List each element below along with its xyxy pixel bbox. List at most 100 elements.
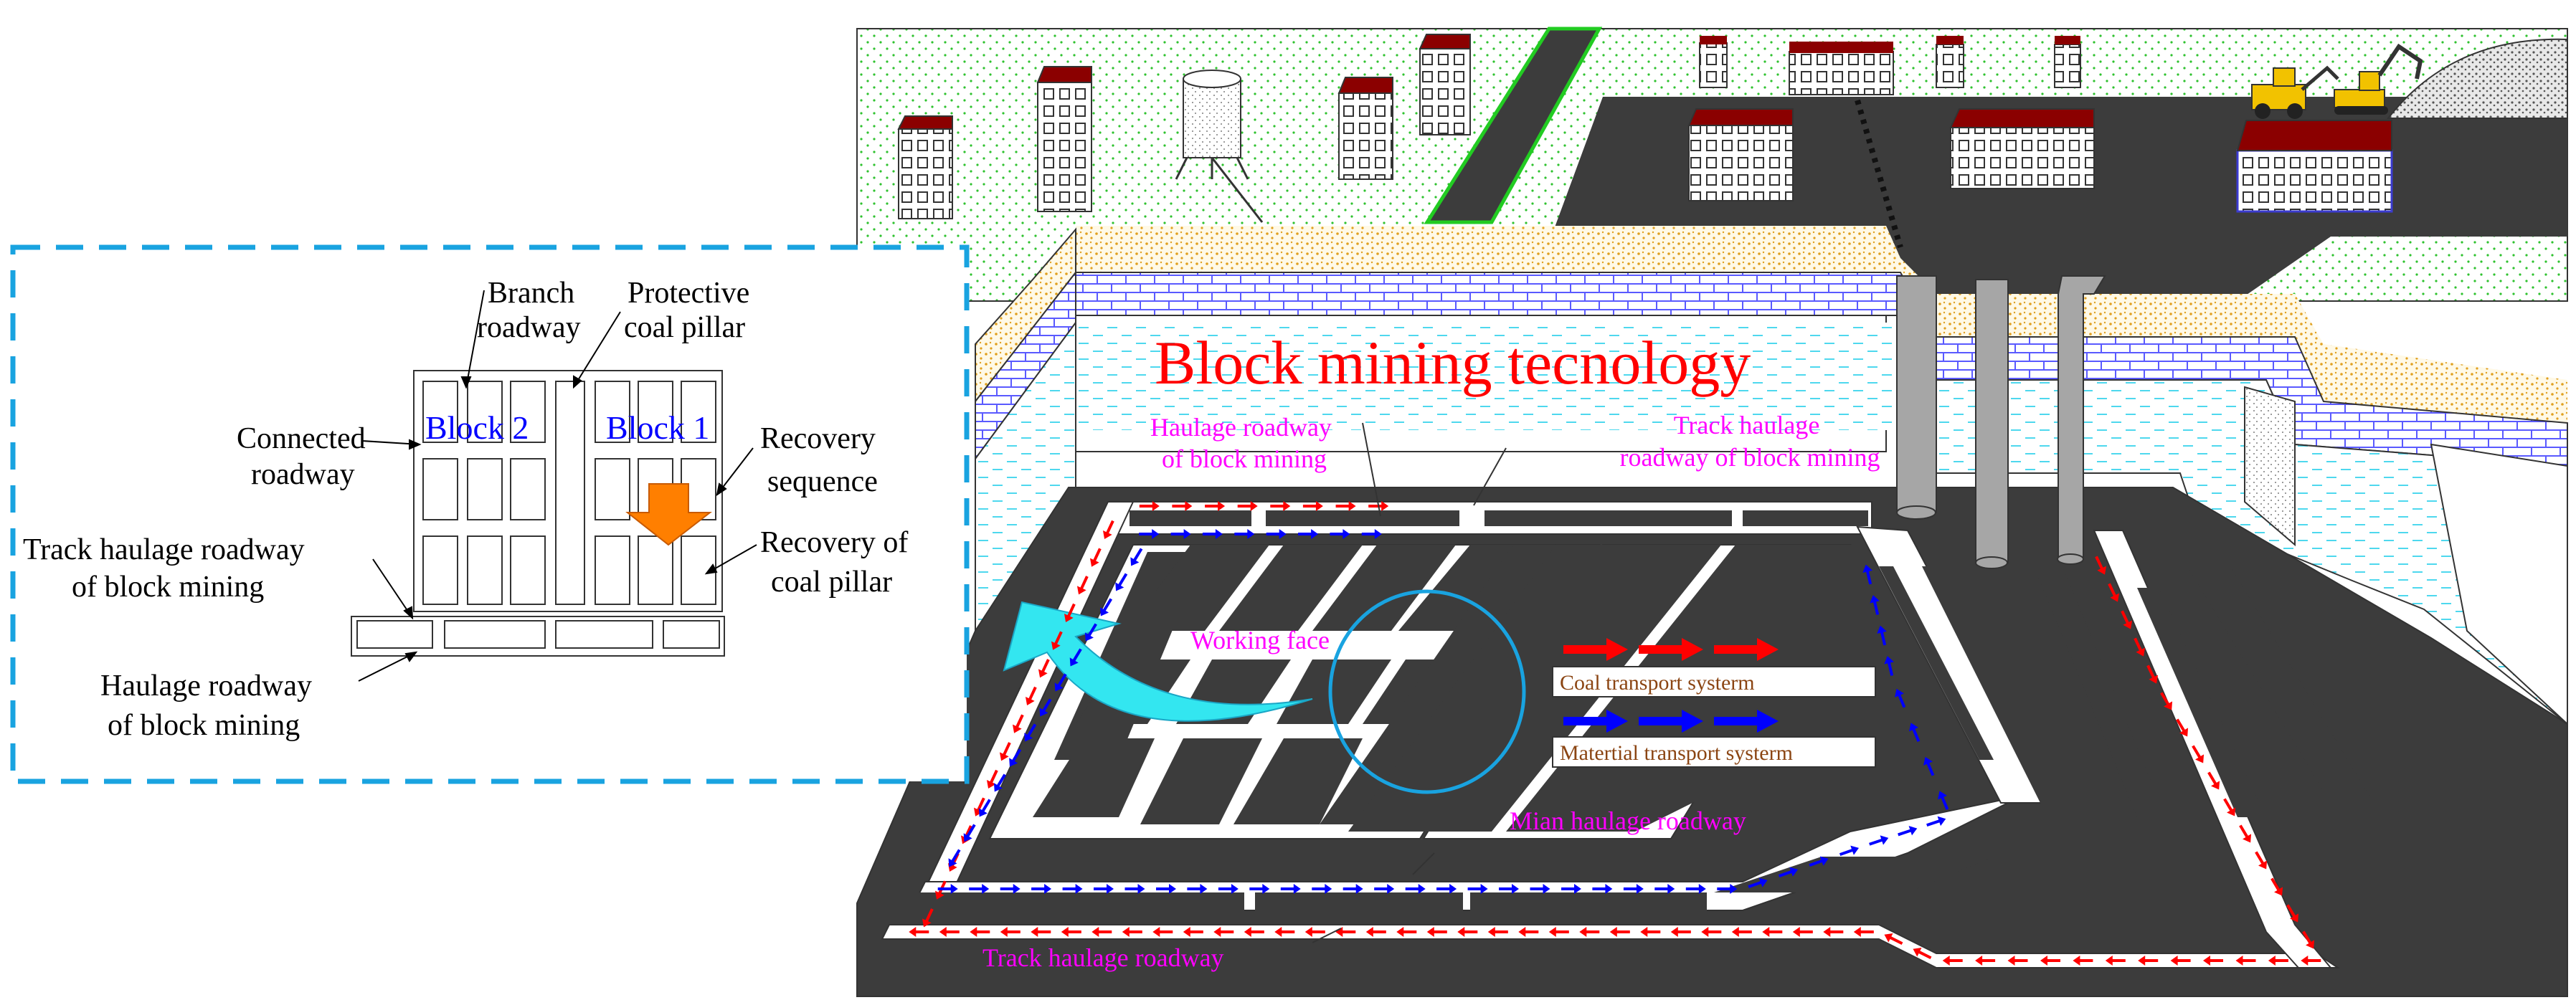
material-arrow (1884, 656, 1894, 676)
coal-arrow (1365, 927, 1386, 937)
coal-arrow (1701, 927, 1722, 937)
coal-arrow (2105, 956, 2126, 966)
coal-arrow (2170, 956, 2191, 966)
building-tall (897, 115, 953, 219)
inset-block1-label: Block 1 (606, 409, 709, 446)
legend-material-box (1552, 736, 1876, 768)
material-arrow (1266, 529, 1287, 539)
excavator-icon (2334, 43, 2423, 115)
material-arrow (1717, 884, 1738, 894)
inset-block2-label: Block 2 (425, 409, 529, 446)
coal-arrow (2192, 745, 2205, 763)
coal-arrow (970, 927, 990, 937)
shafts (1896, 275, 2106, 569)
coal-arrow (2146, 665, 2159, 684)
label-protective-pillar: Protective coal pillar (624, 277, 757, 344)
coal-arrow (1762, 927, 1783, 937)
coal-arrow (1031, 927, 1051, 937)
coal-arrow (1302, 501, 1323, 511)
coal-arrow (1487, 927, 1508, 937)
material-arrow (1094, 884, 1114, 894)
coal-arrow (1244, 927, 1264, 937)
coal-arrow (1396, 927, 1417, 937)
coal-arrow (2121, 610, 2133, 629)
material-arrow (1039, 698, 1052, 717)
material-arrow (1170, 529, 1191, 539)
speckled-wall (2244, 386, 2296, 547)
coal-arrow (2207, 771, 2220, 790)
material-arrow (1084, 623, 1097, 642)
coal-arrow (1092, 927, 1112, 937)
material-arrow (1467, 884, 1488, 894)
coal-arrow (1051, 631, 1063, 650)
material-arrow (937, 884, 958, 894)
coal-arrow (2040, 956, 2060, 966)
coal-pile (2386, 38, 2568, 119)
inset-panel: Block 2 Block 1 Branch roadway Protectiv… (10, 244, 970, 784)
material-arrow (1623, 884, 1644, 894)
material-arrow (1000, 884, 1021, 894)
coal-arrow (1609, 927, 1630, 937)
coal-arrow (2270, 877, 2283, 896)
material-arrow (1926, 816, 1946, 827)
coal-arrow (2134, 637, 2146, 657)
label-track-haulage-inset: Track haulage roadway of block mining (23, 533, 312, 604)
coal-arrow (1061, 927, 1081, 937)
material-arrow (1330, 529, 1350, 539)
material-arrow (1374, 884, 1395, 894)
leader-main-haulage (1412, 852, 1435, 875)
building-tall (1337, 77, 1393, 180)
coal-arrow (939, 927, 960, 937)
label-track-haulage-block: Track haulage roadway of block mining (1620, 411, 1880, 472)
coal-arrow (1579, 927, 1600, 937)
coal-arrow (1000, 927, 1021, 937)
loader-icon (2251, 65, 2339, 119)
material-arrow (1436, 884, 1457, 894)
coal-arrow (1457, 927, 1478, 937)
material-arrow (1748, 877, 1768, 889)
material-arrow (1062, 884, 1083, 894)
coal-arrow (1076, 576, 1089, 595)
coal-arrow (1335, 501, 1356, 511)
legend-material-arrow (1563, 710, 1779, 733)
label-haulage-roadway-block: Haulage roadway of block mining (1150, 413, 1338, 473)
turn-arrow (1003, 601, 1313, 722)
coal-arrow (1122, 927, 1142, 937)
material-arrow (1249, 884, 1270, 894)
material-arrow (1139, 529, 1160, 539)
coal-arrow (2203, 956, 2223, 966)
coal-arrow (999, 742, 1011, 761)
material-arrow (969, 884, 990, 894)
label-working-face: Working face (1190, 626, 1330, 654)
diagram-title: Block mining tecnology (1155, 328, 1751, 397)
label-haulage-roadway-inset: Haulage roadway of block mining (100, 670, 320, 742)
coal-arrow (2007, 956, 2028, 966)
material-arrow (1592, 884, 1613, 894)
coal-arrow (909, 927, 929, 937)
building-small (2054, 36, 2081, 88)
material-arrow (1877, 625, 1887, 646)
material-arrow (1862, 564, 1872, 585)
material-arrow (1343, 884, 1363, 894)
label-recovery-pillar: Recovery of coal pillar (760, 526, 916, 599)
material-arrow (1312, 884, 1332, 894)
material-transport-arrows (937, 529, 1949, 894)
coal-arrow (2095, 556, 2107, 575)
water-tower (1175, 70, 1264, 223)
coal-arrow (1975, 956, 1996, 966)
material-arrow (1561, 884, 1581, 894)
material-arrow (1530, 884, 1550, 894)
coal-arrow (2255, 851, 2268, 870)
legend-coal-box (1552, 666, 1876, 697)
coal-arrow (1183, 927, 1203, 937)
label-connected-roadway: Connected roadway (237, 422, 373, 491)
leader-track-block (1473, 447, 1507, 506)
building-small (1789, 42, 1894, 95)
material-arrow (1100, 598, 1113, 616)
label-branch-roadway: Branch roadway (477, 277, 582, 344)
coal-arrow (1064, 603, 1076, 622)
material-arrow (1894, 688, 1906, 708)
coal-arrow (922, 908, 934, 928)
legend-material-label: Matertial transport systerm (1560, 741, 1793, 765)
material-arrow (1156, 884, 1176, 894)
